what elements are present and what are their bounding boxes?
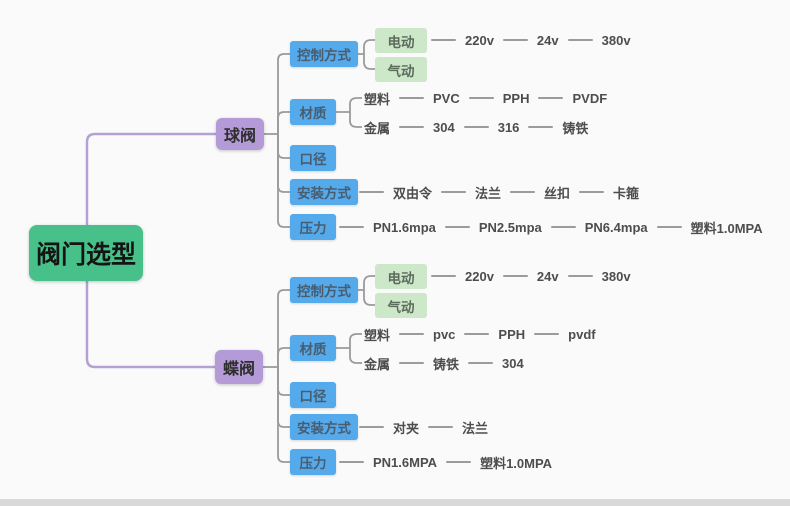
connector-dash: [550, 226, 576, 228]
butterfly-category-control-method[interactable]: 控制方式: [290, 277, 358, 303]
ball-category-install-method[interactable]: 安装方式: [290, 179, 358, 205]
leaf-pn25[interactable]: PN2.5mpa: [478, 219, 542, 235]
leaf-plastic-10mpa[interactable]: 塑料1.0MPA: [690, 220, 763, 236]
leaf-24v[interactable]: 24v: [536, 32, 559, 48]
butterfly-category-material[interactable]: 材质: [290, 335, 336, 361]
butterfly-child-pneumatic[interactable]: 气动: [375, 293, 427, 318]
connector-dash: [579, 191, 605, 193]
connector-dash: [468, 97, 494, 99]
leaf-clamp[interactable]: 卡箍: [613, 185, 640, 201]
leaf-plastic[interactable]: 塑料: [364, 327, 391, 343]
leaf-220v[interactable]: 220v: [465, 268, 494, 284]
leaf-double-union[interactable]: 双由令: [393, 185, 433, 201]
ball-pressure-chain: PN1.6mpa PN2.5mpa PN6.4mpa 塑料1.0MPA: [339, 214, 763, 240]
leaf-316[interactable]: 316: [497, 119, 520, 135]
ball-plastic-chain: 塑料 PVC PPH PVDF: [364, 85, 607, 111]
connector-dash: [534, 333, 560, 335]
leaf-flange[interactable]: 法兰: [462, 420, 489, 436]
branch-node-butterfly-valve[interactable]: 蝶阀: [215, 350, 263, 384]
ball-electric-voltage-chain: 220v 24v 380v: [431, 27, 631, 53]
leaf-pn64[interactable]: PN6.4mpa: [584, 219, 648, 235]
ball-category-pressure[interactable]: 压力: [290, 214, 336, 240]
leaf-pvc[interactable]: pvc: [433, 326, 456, 342]
ball-child-pneumatic[interactable]: 气动: [375, 57, 427, 82]
connector-dash: [428, 426, 454, 428]
leaf-threaded[interactable]: 丝扣: [544, 185, 571, 201]
leaf-380v[interactable]: 380v: [601, 268, 631, 284]
leaf-304[interactable]: 304: [502, 355, 524, 371]
connector-dash: [444, 226, 470, 228]
connector-dash: [538, 97, 564, 99]
connector-dash: [399, 97, 425, 99]
leaf-cast-iron[interactable]: 铸铁: [433, 356, 460, 372]
connector-dash: [446, 461, 472, 463]
connector-dash: [502, 275, 528, 277]
ball-metal-chain: 金属 304 316 铸铁: [364, 114, 588, 140]
butterfly-metal-chain: 金属 铸铁 304: [364, 350, 524, 376]
connector-dash: [359, 426, 384, 428]
leaf-metal[interactable]: 金属: [364, 120, 391, 136]
leaf-pph[interactable]: PPH: [502, 90, 530, 106]
leaf-24v[interactable]: 24v: [536, 268, 559, 284]
connector-dash: [431, 39, 456, 41]
connector-dash: [528, 126, 554, 128]
butterfly-plastic-chain: 塑料 pvc PPH pvdf: [364, 321, 596, 347]
ball-child-electric[interactable]: 电动: [375, 28, 427, 53]
connector-dash: [567, 39, 593, 41]
butterfly-install-chain: 对夹 法兰: [359, 414, 488, 440]
bottom-window-edge: [0, 499, 790, 506]
connector-dash: [464, 333, 490, 335]
connector-dash: [431, 275, 456, 277]
connector-dash: [502, 39, 528, 41]
leaf-pvdf[interactable]: PVDF: [572, 90, 608, 106]
ball-category-control-method[interactable]: 控制方式: [290, 41, 358, 67]
leaf-pph[interactable]: PPH: [498, 326, 526, 342]
ball-category-caliber[interactable]: 口径: [290, 145, 336, 171]
leaf-pn16[interactable]: PN1.6mpa: [373, 219, 436, 235]
connector-dash: [399, 333, 425, 335]
leaf-pvc[interactable]: PVC: [433, 90, 460, 106]
connector-dash: [656, 226, 682, 228]
connector-dash: [567, 275, 593, 277]
leaf-metal[interactable]: 金属: [364, 356, 391, 372]
connector-dash: [510, 191, 536, 193]
connector-dash: [339, 226, 364, 228]
connector-dash: [399, 126, 425, 128]
connector-dash: [463, 126, 489, 128]
connector-dash: [441, 191, 467, 193]
leaf-pvdf[interactable]: pvdf: [568, 326, 596, 342]
connector-dash: [359, 191, 384, 193]
connector-dash: [339, 461, 364, 463]
leaf-wafer[interactable]: 对夹: [393, 420, 420, 436]
butterfly-electric-voltage-chain: 220v 24v 380v: [431, 263, 631, 289]
connector-dash: [399, 362, 425, 364]
ball-category-material[interactable]: 材质: [290, 99, 336, 125]
butterfly-category-install-method[interactable]: 安装方式: [290, 414, 358, 440]
leaf-cast-iron[interactable]: 铸铁: [562, 120, 589, 136]
leaf-plastic[interactable]: 塑料: [364, 91, 391, 107]
butterfly-category-caliber[interactable]: 口径: [290, 382, 336, 408]
leaf-304[interactable]: 304: [433, 119, 455, 135]
butterfly-child-electric[interactable]: 电动: [375, 264, 427, 289]
butterfly-category-pressure[interactable]: 压力: [290, 449, 336, 475]
leaf-plastic-10mpa[interactable]: 塑料1.0MPA: [480, 455, 553, 471]
leaf-220v[interactable]: 220v: [465, 32, 494, 48]
branch-node-ball-valve[interactable]: 球阀: [216, 118, 264, 150]
ball-install-chain: 双由令 法兰 丝扣 卡箍: [359, 179, 639, 205]
root-node-valve-selection[interactable]: 阀门选型: [29, 225, 143, 281]
leaf-flange[interactable]: 法兰: [475, 185, 502, 201]
leaf-pn16[interactable]: PN1.6MPA: [373, 454, 438, 470]
leaf-380v[interactable]: 380v: [601, 32, 631, 48]
butterfly-pressure-chain: PN1.6MPA 塑料1.0MPA: [339, 449, 552, 475]
connector-dash: [468, 362, 494, 364]
